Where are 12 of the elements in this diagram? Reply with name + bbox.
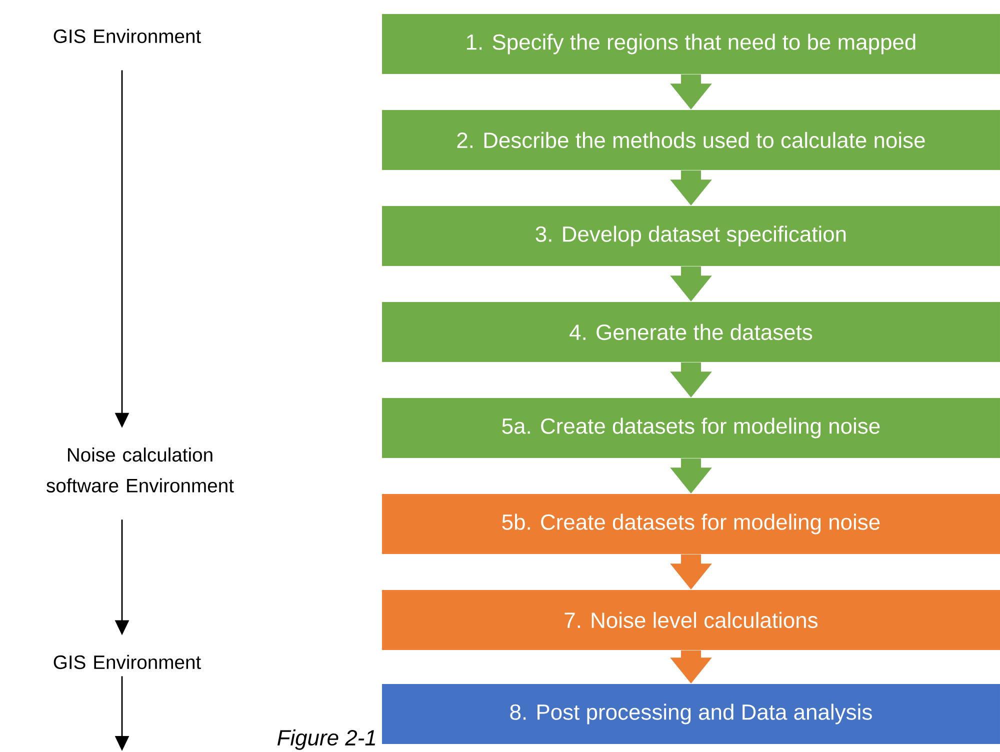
process-box: 5a. Create datasets for modeling noise	[382, 398, 1000, 458]
process-box: 8. Post processing and Data analysis	[382, 684, 1000, 744]
process-box: 1. Specify the regions that need to be mapped	[382, 14, 1000, 74]
process-box: 5b. Create datasets for modeling noise	[382, 494, 1000, 554]
figure-caption: Figure 2-1	[277, 729, 375, 750]
process-box: 2. Describe the methods used to calculate noise	[382, 110, 1000, 170]
environment-label: GIS Environment	[54, 28, 201, 44]
environment-label: GIS Environment	[54, 654, 201, 670]
environment-label: Noise calculation software Environment	[46, 448, 234, 492]
process-box: 3. Develop dataset specification	[382, 206, 1000, 266]
process-box: 4. Generate the datasets	[382, 302, 1000, 362]
process-box: 7. Noise level calculations	[382, 590, 1000, 650]
